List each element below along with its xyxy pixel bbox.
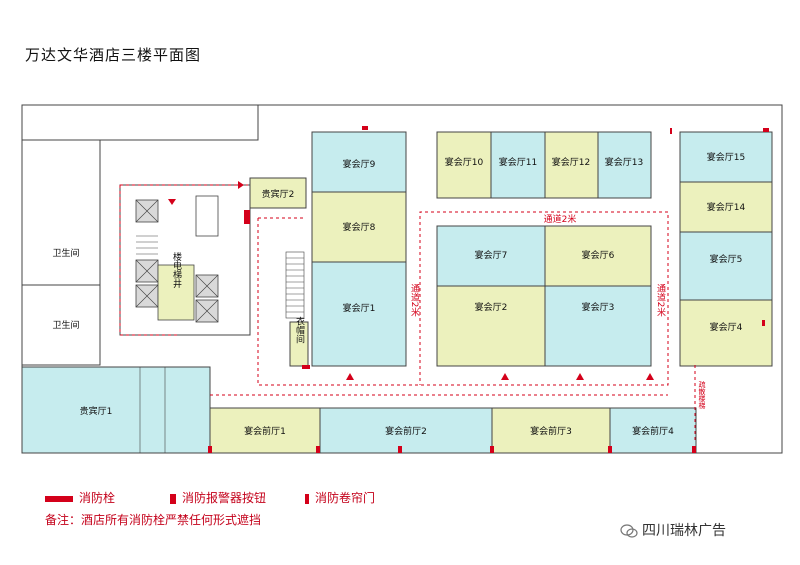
label-b14: 宴会厅14 xyxy=(707,201,746,213)
elevator-shaft xyxy=(157,264,195,321)
label-b12: 宴会厅12 xyxy=(552,156,590,168)
label-fire-exit: 疏散楼梯 xyxy=(698,380,706,410)
wall-top-left xyxy=(22,105,259,141)
label-b9: 宴会厅9 xyxy=(343,158,376,170)
label-b3: 宴会厅3 xyxy=(582,301,615,313)
restroom-block xyxy=(21,140,101,366)
label-b8: 宴会厅8 xyxy=(343,221,376,233)
room-b4 xyxy=(679,299,773,367)
room-b9 xyxy=(311,131,407,193)
label-elevator: 楼电梯井 xyxy=(171,251,182,289)
label-corridor-top: 通道2米 xyxy=(544,213,577,225)
stair-main xyxy=(136,235,305,319)
label-b1: 宴会厅1 xyxy=(343,302,376,314)
legend-shutter: 消防卷帘门 xyxy=(305,489,375,506)
room-pre1 xyxy=(209,407,321,454)
hydrant-swatch xyxy=(45,495,73,502)
wechat-icon xyxy=(620,524,638,538)
label-pre2: 宴会前厅2 xyxy=(385,425,427,437)
label-b13: 宴会厅13 xyxy=(605,156,643,168)
route-arrows xyxy=(168,181,654,380)
note: 备注：酒店所有消防栓严禁任何形式遮挡 xyxy=(45,513,262,527)
label-b10: 宴会厅10 xyxy=(445,156,484,168)
legend-hydrant: 消防栓 xyxy=(45,489,115,506)
room-vip1 xyxy=(21,366,211,454)
page-title: 万达文华酒店三楼平面图 xyxy=(25,46,202,64)
legend-alarm-button: 消防报警器按钮 xyxy=(170,489,266,506)
room-cloak xyxy=(289,321,309,367)
room-b10 xyxy=(436,131,492,199)
room-pre4 xyxy=(609,407,697,454)
room-b1 xyxy=(311,261,407,367)
room-pre3 xyxy=(491,407,611,454)
room-vip2 xyxy=(249,177,307,209)
label-b5: 宴会厅5 xyxy=(710,253,743,265)
room-b8 xyxy=(311,191,407,263)
label-b15: 宴会厅15 xyxy=(707,151,745,163)
label-vip1: 贵宾厅1 xyxy=(80,405,113,417)
evacuation-route xyxy=(119,184,696,440)
label-corridor-left: 通道2米 xyxy=(409,284,420,318)
label-b2: 宴会厅2 xyxy=(475,301,508,313)
label-b6: 宴会厅6 xyxy=(582,249,615,261)
room-b12 xyxy=(544,131,599,199)
stair-small xyxy=(195,195,219,237)
alarm-swatch xyxy=(170,493,176,504)
fire-equipment xyxy=(208,126,769,453)
label-pre3: 宴会前厅3 xyxy=(530,425,572,437)
label-b11: 宴会厅11 xyxy=(499,156,537,168)
label-b7: 宴会厅7 xyxy=(475,249,508,261)
label-wc2: 卫生间 xyxy=(52,319,79,331)
label-b4: 宴会厅4 xyxy=(710,321,743,333)
room-b13 xyxy=(597,131,652,199)
label-cloak: 衣帽间 xyxy=(294,315,305,344)
shutter-swatch xyxy=(305,493,309,504)
room-b2 xyxy=(436,285,546,367)
room-b14 xyxy=(679,181,773,233)
room-b5 xyxy=(679,231,773,301)
room-b3 xyxy=(544,285,652,367)
label-wc1: 卫生间 xyxy=(52,247,79,259)
watermark: 四川瑞林广告 xyxy=(620,520,726,540)
label-corridor-right: 通道2米 xyxy=(655,284,666,318)
room-b15 xyxy=(679,131,773,183)
label-pre1: 宴会前厅1 xyxy=(244,425,286,437)
label-pre4: 宴会前厅4 xyxy=(632,425,674,437)
label-vip2: 贵宾厅2 xyxy=(262,188,295,200)
